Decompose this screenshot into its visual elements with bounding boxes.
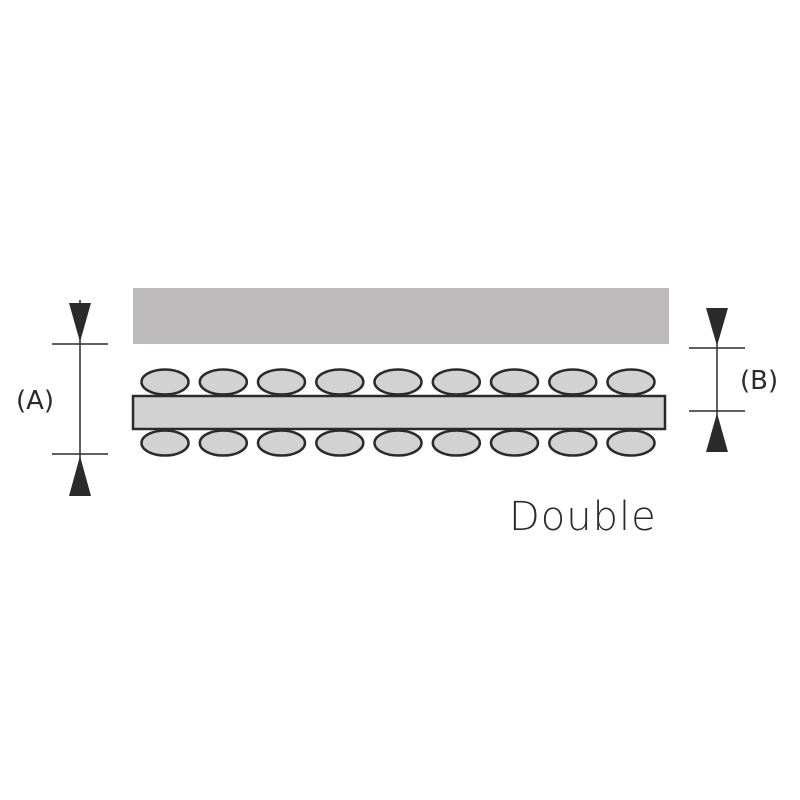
bottom-bead bbox=[256, 429, 307, 457]
bottom-bead bbox=[606, 429, 656, 457]
arrow-down-icon bbox=[706, 308, 728, 346]
dimension-b-label: (B) bbox=[740, 366, 778, 396]
top-bead bbox=[373, 368, 423, 396]
bottom-bead bbox=[198, 429, 249, 457]
bottom-bead-row bbox=[140, 429, 656, 457]
bottom-bead bbox=[548, 429, 598, 457]
bottom-bead bbox=[489, 429, 540, 457]
top-bead bbox=[606, 368, 656, 396]
diagram-caption: Double bbox=[509, 494, 657, 540]
bottom-bead bbox=[140, 429, 190, 457]
arrow-down-icon bbox=[69, 303, 91, 342]
bottom-bead bbox=[431, 429, 482, 457]
arrow-up-icon bbox=[69, 456, 91, 496]
dimension-b-marker bbox=[689, 308, 745, 452]
top-plate bbox=[133, 288, 669, 344]
top-bead bbox=[256, 368, 307, 396]
top-bead bbox=[548, 368, 598, 396]
dimension-a-marker bbox=[52, 300, 108, 496]
core-strip bbox=[131, 394, 667, 431]
bottom-bead bbox=[373, 429, 423, 457]
top-bead bbox=[198, 368, 249, 396]
top-bead bbox=[140, 368, 190, 396]
top-bead bbox=[315, 368, 365, 396]
top-bead bbox=[431, 368, 482, 396]
arrow-up-icon bbox=[706, 413, 728, 452]
top-bead bbox=[489, 368, 540, 396]
bottom-bead bbox=[315, 429, 365, 457]
dimension-a-label: (A) bbox=[16, 386, 54, 416]
top-bead-row bbox=[140, 368, 656, 396]
